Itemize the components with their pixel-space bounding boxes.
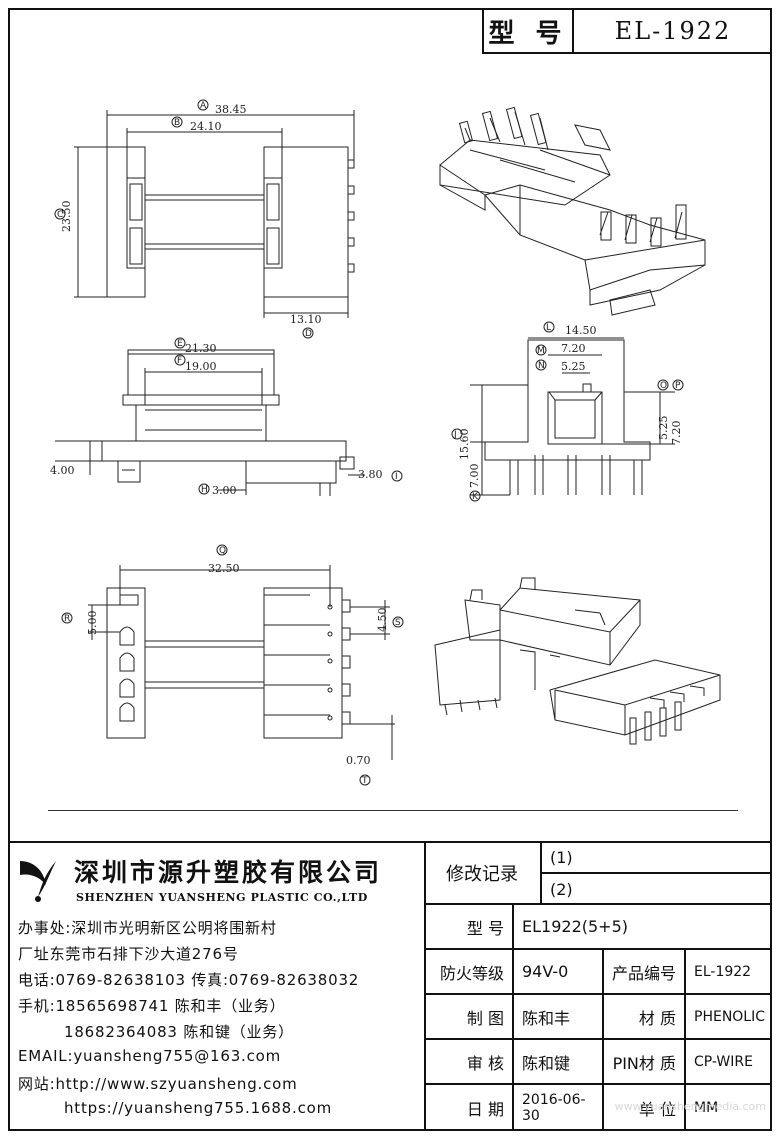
balloon-s: S (395, 618, 401, 628)
balloon-t: T (361, 776, 368, 786)
side-view: 21.30 19.00 4.00 3.00 3.80 E F H I (50, 337, 403, 497)
check-row: 审 核 陈和键 PIN材 质 CP-WIRE (424, 1040, 772, 1085)
revision-row: 修改记录 (1) (2) (424, 843, 772, 905)
balloon-j: J (453, 430, 457, 440)
unit-value: MM (694, 1100, 719, 1116)
check-value: 陈和键 (514, 1040, 604, 1083)
check-label: 审 核 (424, 1040, 514, 1083)
balloon-h: H (201, 485, 208, 495)
balloon-r: R (64, 614, 70, 624)
spec-table: 修改记录 (1) (2) 型 号 EL1922(5+5) 防火等级 94V-0 … (424, 843, 772, 1131)
dim-f: 19.00 (185, 360, 217, 373)
title-block: 深圳市源升塑胶有限公司 SHENZHEN YUANSHENG PLASTIC C… (10, 841, 772, 1131)
dim-e: 21.30 (185, 342, 217, 355)
balloon-l: L (546, 323, 551, 333)
iso-view-bottom (434, 577, 721, 745)
dim-o: 5.25 (657, 416, 670, 441)
dim-k: 7.00 (468, 464, 481, 489)
company-name-en: SHENZHEN YUANSHENG PLASTIC CO.,LTD (76, 891, 368, 904)
title-model-value: EL-1922 (614, 17, 732, 45)
website-1: 网站:http://www.szyuansheng.com (18, 1075, 298, 1093)
dim-p: 7.20 (670, 421, 683, 446)
dim-b: 24.10 (190, 120, 222, 133)
balloon-d: D (305, 329, 312, 339)
website-2: https://yuansheng755.1688.com (64, 1099, 333, 1117)
iso-view-top (439, 106, 706, 316)
mobile-2: 18682364083 陈和键（业务） (64, 1023, 294, 1041)
balloon-c: C (57, 210, 63, 220)
fire-label: 防火等级 (424, 950, 514, 993)
fire-row: 防火等级 94V-0 产品编号 EL-1922 (424, 950, 772, 995)
balloon-q: Q (219, 546, 226, 556)
revision-2: (2) (550, 880, 573, 899)
dim-i: 3.80 (358, 468, 383, 481)
company-name-cn: 深圳市源升塑胶有限公司 (74, 858, 383, 887)
company-info: 深圳市源升塑胶有限公司 SHENZHEN YUANSHENG PLASTIC C… (10, 843, 426, 1131)
revision-label: 修改记录 (424, 843, 542, 903)
dim-l: 14.50 (565, 324, 597, 337)
front-view: 14.50 7.20 5.25 15.60 7.00 5.25 7.20 L M… (451, 321, 684, 502)
balloon-e: E (177, 339, 183, 349)
balloon-m: M (537, 346, 545, 356)
material-label: 材 质 (604, 995, 686, 1038)
dim-a: 38.45 (215, 103, 247, 116)
bottom-view: 32.50 5.00 4.50 0.70 Q R S T (61, 544, 404, 786)
dim-r: 5.00 (86, 611, 99, 636)
model-row: 型 号 EL1922(5+5) (424, 905, 772, 950)
pn-label: 产品编号 (604, 950, 686, 993)
dim-c: 23.50 (60, 201, 73, 233)
model-label: 型 号 (424, 905, 514, 948)
dim-g: 4.00 (50, 464, 75, 477)
email: EMAIL:yuansheng755@163.com (18, 1047, 282, 1065)
factory-address: 厂址东莞市石排下沙大道276号 (18, 945, 239, 963)
dim-j: 15.60 (458, 429, 471, 461)
drawing-frame (8, 8, 772, 1131)
pin-material-value: CP-WIRE (694, 1053, 753, 1070)
dim-n: 5.25 (561, 360, 586, 373)
model-value: EL1922(5+5) (522, 917, 628, 936)
date-label: 日 期 (424, 1085, 514, 1131)
revision-1: (1) (542, 843, 772, 874)
unit-label: 单 位 (604, 1085, 686, 1131)
balloon-b: B (174, 118, 180, 128)
company-logo-icon (20, 861, 56, 902)
title-model-label: 型 号 (484, 10, 574, 52)
material-value: PHENOLIC (694, 1008, 766, 1025)
balloon-a: A (200, 101, 207, 111)
balloon-f: F (177, 356, 182, 366)
dim-d: 13.10 (290, 313, 322, 326)
date-row: 日 期 2016-06-30 单 位 MM (424, 1085, 772, 1131)
watermark: www.yuanshengmedia.com (614, 1100, 766, 1113)
balloon-k: K (472, 492, 479, 502)
draw-value: 陈和丰 (514, 995, 604, 1038)
dim-q: 32.50 (208, 562, 240, 575)
balloon-n: N (538, 361, 545, 371)
balloon-o: O (660, 381, 667, 391)
dim-s: 4.50 (376, 608, 389, 633)
pin-material-label: PIN材 质 (604, 1040, 686, 1083)
draw-row: 制 图 陈和丰 材 质 PHENOLIC (424, 995, 772, 1040)
top-view: 38.45 24.10 23.50 13.10 A B C D (54, 99, 355, 339)
divider-line (48, 810, 738, 811)
dim-t: 0.70 (346, 754, 371, 767)
draw-label: 制 图 (424, 995, 514, 1038)
technical-drawing: 38.45 24.10 23.50 13.10 A B C D (50, 99, 721, 786)
title-model-box: 型 号 EL-1922 (482, 10, 772, 54)
balloon-p: P (675, 381, 681, 391)
fire-value: 94V-0 (514, 950, 604, 993)
tel-fax: 电话:0769-82638103 传真:0769-82638032 (18, 971, 360, 989)
balloon-i: I (395, 472, 398, 482)
office-address: 办事处:深圳市光明新区公明将围新村 (18, 919, 277, 937)
pn-value: EL-1922 (694, 963, 752, 980)
mobile-1: 手机:18565698741 陈和丰（业务） (18, 997, 286, 1015)
dim-m: 7.20 (561, 342, 586, 355)
dim-h: 3.00 (212, 484, 237, 497)
date-value: 2016-06-30 (514, 1085, 604, 1131)
